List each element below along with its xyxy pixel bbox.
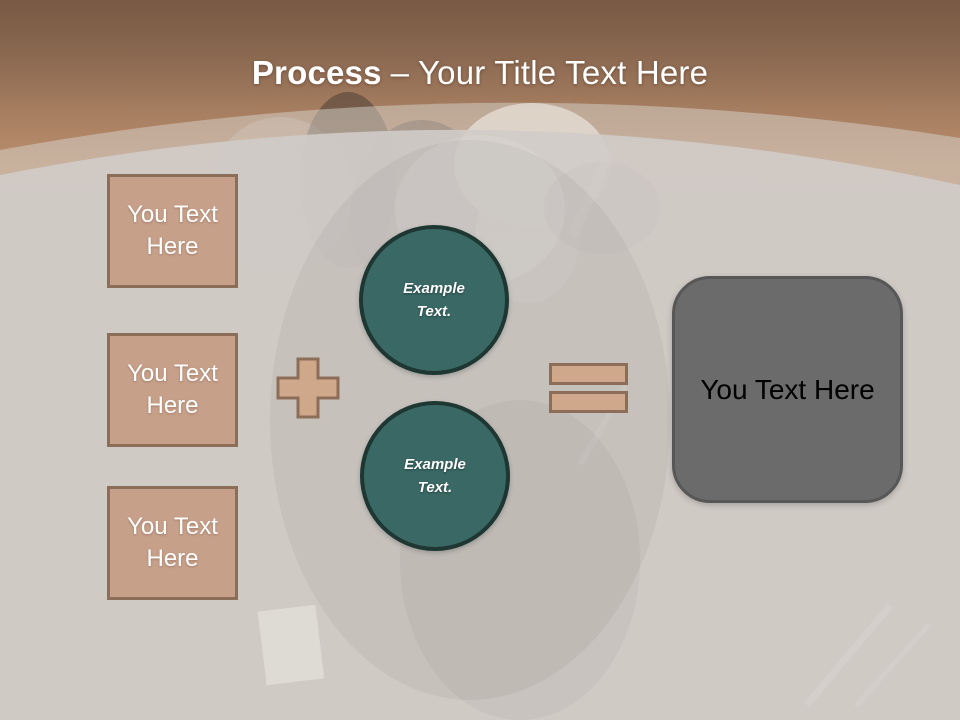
result-box: You Text Here xyxy=(672,276,903,503)
plus-icon xyxy=(276,357,340,419)
title-keyword: Process xyxy=(251,54,382,91)
input-box-3-label: You Text Here xyxy=(127,513,218,572)
input-box-3: You Text Here xyxy=(107,486,238,600)
input-box-1-label: You Text Here xyxy=(127,201,218,260)
title-subtitle: – Your Title Text Here xyxy=(390,54,709,91)
equals-bar-top xyxy=(549,363,628,385)
input-box-2-label: You Text Here xyxy=(127,360,218,419)
example-circle-1: Example Text. xyxy=(359,225,509,375)
equals-icon xyxy=(549,363,628,413)
slide-title: Process– Your Title Text Here xyxy=(0,54,960,92)
example-circle-2-label: Example Text. xyxy=(404,455,466,496)
input-box-1: You Text Here xyxy=(107,174,238,288)
result-box-label: You Text Here xyxy=(700,373,875,405)
equals-bar-bottom xyxy=(549,391,628,413)
example-circle-1-label: Example Text. xyxy=(403,279,465,320)
input-box-2: You Text Here xyxy=(107,333,238,447)
example-circle-2: Example Text. xyxy=(360,401,510,551)
